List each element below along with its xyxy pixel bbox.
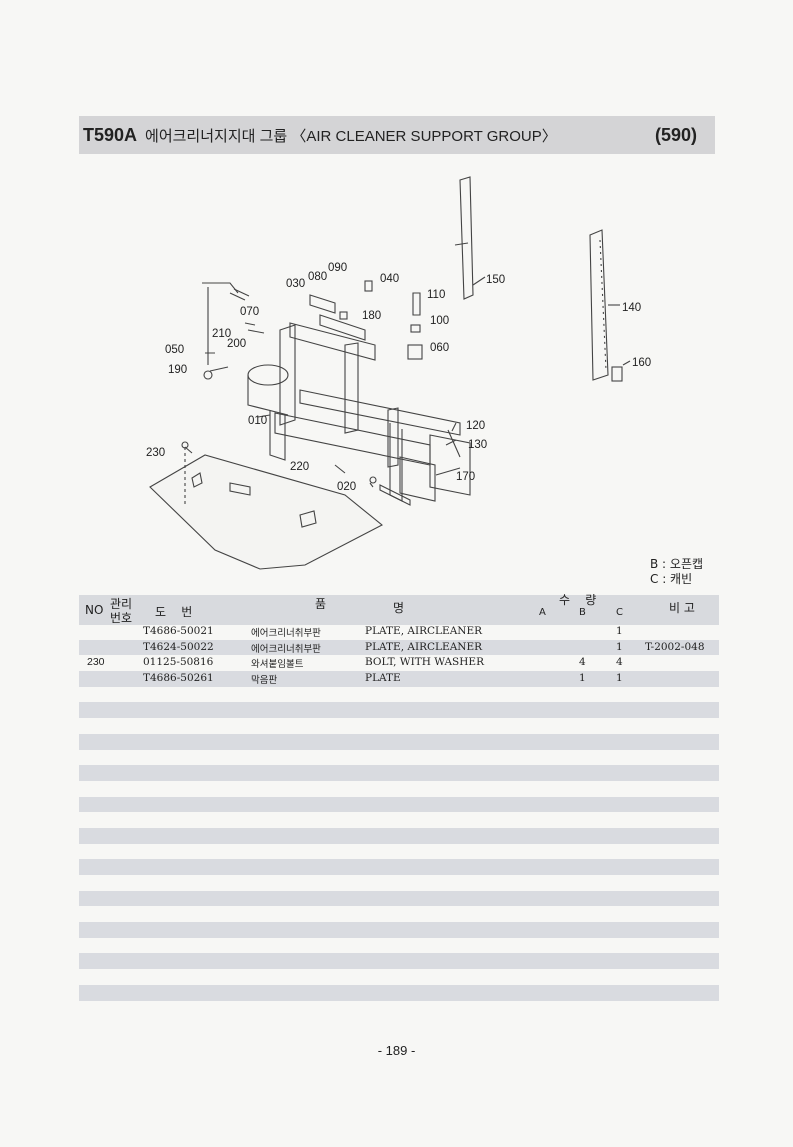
cell-remark: T-2002-048 <box>645 640 705 653</box>
table-row: T4686-50021 에어크리너취부판 PLATE, AIRCLEANER 1 <box>79 624 719 640</box>
callout-030: 030 <box>286 278 305 290</box>
callout-060: 060 <box>430 342 449 354</box>
table-row <box>79 687 719 703</box>
header-qty-a: A <box>539 607 546 618</box>
callout-010: 010 <box>248 415 267 427</box>
header-qty: 수 량 <box>559 593 597 607</box>
callout-070: 070 <box>240 306 259 318</box>
header-no: NO <box>85 603 104 617</box>
table-row <box>79 796 719 813</box>
table-row <box>79 938 719 954</box>
cell-qty-b: 4 <box>579 656 586 669</box>
header-remark: 비 고 <box>669 601 695 615</box>
table-row: T4686-50261 막음판 PLATE 1 1 <box>79 671 719 687</box>
callout-220: 220 <box>290 461 309 473</box>
callout-180: 180 <box>362 310 381 322</box>
cell-english-name: BOLT, WITH WASHER <box>365 656 484 669</box>
exploded-parts-diagram: 010 020 030 040 050 060 070 080 090 100 … <box>130 165 670 585</box>
callout-090: 090 <box>328 262 347 274</box>
section-header: T590A 에어크리너지지대 그룹 〈AIR CLEANER SUPPORT G… <box>79 116 715 154</box>
table-row <box>79 702 719 719</box>
cell-qty-b: 1 <box>579 672 586 685</box>
cell-qty-c: 1 <box>616 672 623 685</box>
table-row <box>79 969 719 985</box>
callout-150: 150 <box>486 274 505 286</box>
table-row <box>79 875 719 891</box>
cell-korean-name: 에어크리너취부판 <box>251 628 321 639</box>
callout-130: 130 <box>468 439 487 451</box>
cell-part-no: T4686-50261 <box>143 672 214 685</box>
cell-korean-name: 와셔붙임볼트 <box>251 659 304 671</box>
header-part-no: 도 번 <box>155 605 193 619</box>
page-number: - 189 - <box>377 1043 416 1058</box>
table-row <box>79 984 719 1001</box>
group-title: 에어크리너지지대 그룹 〈AIR CLEANER SUPPORT GROUP〉 <box>145 127 557 145</box>
table-row <box>79 781 719 797</box>
table-row <box>79 765 719 781</box>
cell-qty-c: 4 <box>616 656 623 669</box>
callout-190: 190 <box>168 364 187 376</box>
header-name-right: 명 <box>393 601 405 615</box>
table-row <box>79 890 719 907</box>
callout-040: 040 <box>380 273 399 285</box>
header-qty-c: C <box>616 607 623 618</box>
table-row <box>79 812 719 828</box>
header-qty-b: B <box>579 607 586 618</box>
callout-160: 160 <box>632 357 651 369</box>
callout-200: 200 <box>227 338 246 350</box>
header-mgmt-bottom: 번호 <box>110 611 133 625</box>
callout-210: 210 <box>212 328 231 340</box>
table-row <box>79 827 719 844</box>
header-name-left: 품 <box>315 597 327 611</box>
cell-no: 230 <box>87 656 105 669</box>
group-code: T590A <box>83 124 138 145</box>
callout-050: 050 <box>165 344 184 356</box>
table-row <box>79 844 719 860</box>
cell-qty-c: 1 <box>616 640 623 653</box>
table-row: T4624-50022 에어크리너취부판 PLATE, AIRCLEANER 1 T-2… <box>79 639 719 656</box>
table-row <box>79 859 719 875</box>
table-row <box>79 718 719 734</box>
table-row <box>79 922 719 938</box>
group-page-ref: (590) <box>654 124 697 145</box>
table-row <box>79 906 719 922</box>
legend: B : 오픈캡 C : 캐빈 <box>650 557 703 587</box>
table-row: 230 01125-50816 와셔붙임볼트 BOLT, WITH WASHER 4 4 <box>79 655 719 671</box>
callout-020: 020 <box>337 481 356 493</box>
cell-part-no: T4624-50022 <box>143 640 214 653</box>
callout-230: 230 <box>146 447 165 459</box>
cell-part-no: 01125-50816 <box>143 656 214 669</box>
cell-korean-name: 막음판 <box>251 675 278 687</box>
callout-080: 080 <box>308 271 327 283</box>
callout-110: 110 <box>427 289 445 301</box>
callout-170: 170 <box>456 471 475 483</box>
cell-korean-name: 에어크리너취부판 <box>251 643 321 655</box>
legend-c: C : 캐빈 <box>650 572 693 586</box>
table-header: NO 관리 번호 도 번 품 명 수 량 A B C 비 고 <box>79 593 719 625</box>
callout-140: 140 <box>622 302 641 314</box>
table-row <box>79 750 719 766</box>
cell-part-no: T4686-50021 <box>143 625 214 637</box>
table-row <box>79 733 719 750</box>
table-row <box>79 953 719 970</box>
callout-100: 100 <box>430 315 449 327</box>
callout-120: 120 <box>466 420 485 432</box>
cell-english-name: PLATE, AIRCLEANER <box>365 640 483 653</box>
header-mgmt-top: 관리 <box>110 597 133 611</box>
cell-english-name: PLATE <box>365 672 401 685</box>
diagram-svg: 010 020 030 040 050 060 070 080 090 100 … <box>146 176 651 570</box>
cell-qty-c: 1 <box>616 625 623 637</box>
cell-english-name: PLATE, AIRCLEANER <box>365 625 483 637</box>
legend-b: B : 오픈캡 <box>650 557 704 571</box>
